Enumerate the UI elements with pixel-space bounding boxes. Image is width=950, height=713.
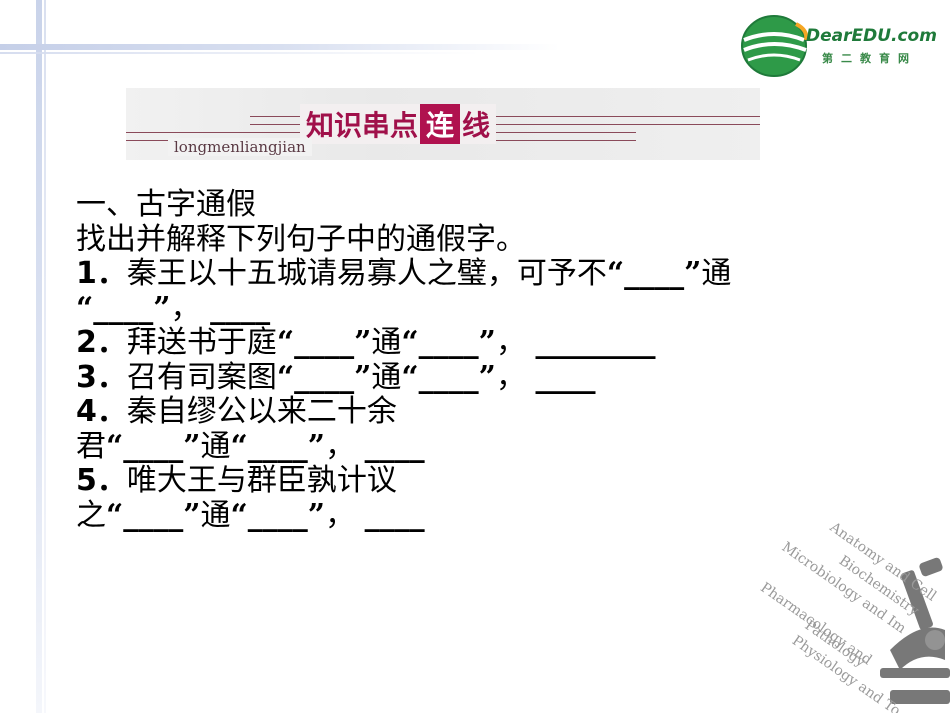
tong-label: 通 (200, 428, 231, 464)
answer-blank: ____ (418, 359, 479, 395)
decorative-vertical-line (36, 0, 42, 713)
tong-label: 通 (371, 359, 402, 395)
answer-blank: ____ (364, 497, 425, 533)
question-item-1: 1．秦王以十五城请易寡人之璧，可予不“____”通 (76, 256, 916, 292)
question-item-4: 4．秦自缪公以来二十余 (76, 394, 916, 430)
answer-blank: ____ (624, 256, 685, 291)
open-quote: “ (401, 359, 419, 395)
banner-rule (250, 124, 760, 125)
close-quote: ” (354, 325, 372, 360)
tong-label: 通 (200, 497, 231, 533)
answer-blank: ____ (247, 497, 308, 533)
answer-blank-long: ________ (535, 325, 656, 360)
tong-label: 通 (371, 325, 402, 360)
open-quote: “ (401, 325, 419, 360)
microscope-icon (720, 540, 950, 713)
close-quote: ” (307, 497, 326, 533)
answer-blank: ____ (364, 428, 425, 464)
close-quote: ” (478, 359, 496, 395)
open-quote: “ (276, 359, 295, 395)
answer-blank: ____ (210, 290, 271, 326)
decorative-horizontal-line (0, 44, 560, 50)
logo-text: DearEDU.com (806, 26, 937, 46)
question-item-5-continued: 之“____”通“____”， ____ (76, 497, 916, 534)
answer-blank: ____ (123, 428, 184, 464)
banner-subtitle: longmenliangjian (168, 138, 312, 156)
section-heading: 一、古字通假 (76, 187, 256, 222)
banner-title-highlight: 连 (420, 104, 461, 144)
banner-title-part2: 线 (462, 109, 491, 142)
logo-globe-icon (741, 15, 809, 77)
open-quote: “ (106, 428, 124, 464)
item-number: 4． (76, 394, 127, 429)
open-quote: “ (230, 428, 248, 464)
item-continuation: 之 (76, 497, 106, 533)
item-number: 5． (76, 463, 127, 498)
question-item-2: 2．拜送书于庭“____”通“____”， ________ (76, 325, 916, 361)
answer-blank: ____ (418, 325, 479, 360)
main-content: 一、古字通假 找出并解释下列句子中的通假字。 1．秦王以十五城请易寡人之璧，可予… (76, 187, 916, 534)
item-number: 1． (76, 256, 127, 291)
open-quote: “ (606, 256, 625, 291)
question-item-3: 3．召有司案图“____”通“____”， ____ (76, 359, 916, 396)
item-number: 2． (76, 325, 127, 360)
tong-label: 通 (701, 256, 732, 291)
comma: ， (495, 359, 526, 395)
answer-blank: ____ (294, 359, 355, 395)
banner-title-part1: 知识串点 (306, 109, 419, 142)
item-text: 拜送书于庭 (126, 325, 277, 360)
open-quote: “ (76, 290, 94, 326)
comma: ， (495, 325, 526, 360)
open-quote: “ (230, 497, 248, 533)
close-quote: ” (478, 325, 496, 360)
close-quote: ” (153, 290, 171, 326)
answer-blank: ____ (535, 359, 596, 395)
answer-blank: ____ (294, 325, 355, 360)
banner-title: 知识串点连线 (300, 104, 497, 144)
answer-blank: ____ (93, 290, 154, 326)
decorative-vertical-line-thin (44, 0, 46, 713)
dearedu-logo (738, 10, 938, 82)
instruction-text: 找出并解释下列句子中的通假字。 (76, 221, 526, 257)
question-item-4-continued: 君“____”通“____”， ____ (76, 428, 916, 465)
answer-blank: ____ (247, 428, 308, 464)
item-continuation: 君 (76, 428, 106, 464)
close-quote: ” (183, 497, 201, 533)
comma: ， (170, 290, 201, 326)
comma: ， (325, 428, 356, 464)
item-number: 3． (76, 359, 127, 395)
banner-rule (250, 116, 760, 117)
item-text: 秦王以十五城请易寡人之璧，可予不 (126, 256, 607, 291)
question-item-1-continued: “____”， ____ (76, 290, 916, 327)
comma: ， (325, 497, 356, 533)
item-text: 唯大王与群臣孰计议 (126, 463, 397, 498)
question-item-5: 5．唯大王与群臣孰计议 (76, 463, 916, 499)
close-quote: ” (307, 428, 326, 464)
open-quote: “ (106, 497, 124, 533)
logo-subtext: 第二教育网 (822, 52, 917, 65)
close-quote: ” (684, 256, 702, 291)
item-text: 召有司案图 (126, 359, 277, 395)
decorative-horizontal-line-thin (0, 52, 480, 54)
close-quote: ” (183, 428, 201, 464)
item-text: 秦自缪公以来二十余 (126, 394, 397, 429)
open-quote: “ (276, 325, 295, 360)
microscope-decoration: Anatomy and Cell Biochemistry Microbiolo… (720, 519, 950, 713)
answer-blank: ____ (123, 497, 184, 533)
close-quote: ” (354, 359, 372, 395)
